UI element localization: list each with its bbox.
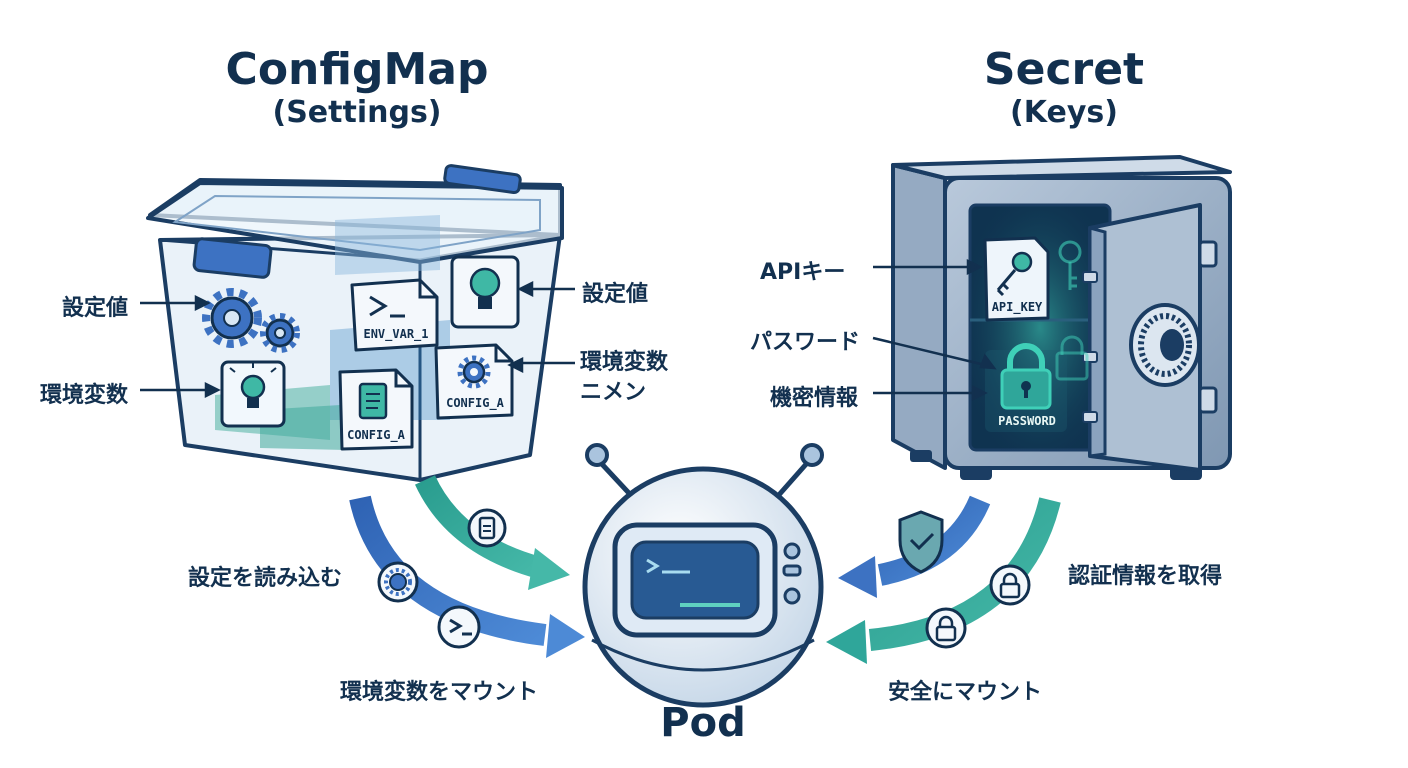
- flow-label-secure-mount: 安全にマウント: [888, 680, 1043, 705]
- file-label-config-doc: CONFIG_A: [347, 428, 405, 442]
- configmap-label-settings-right: 設定値: [582, 282, 649, 307]
- item-label-password: PASSWORD: [998, 414, 1056, 428]
- pod-robot: [582, 443, 824, 708]
- configmap-label-env-right: 環境変数: [580, 350, 669, 375]
- gear-icon: [202, 288, 300, 353]
- flow-arrow-mount-env: [349, 495, 585, 658]
- secret-callout-arrows: [872, 258, 997, 402]
- key-card: [983, 236, 1082, 322]
- configmap-label-env-right-2: ニメン: [580, 380, 647, 405]
- flow-label-get-credentials: 認証情報を取得: [1068, 564, 1223, 589]
- configmap-label-env-left: 環境変数: [40, 383, 129, 408]
- configmap-subtitle: (Settings): [272, 95, 442, 130]
- flow-arrow-read-config: [415, 475, 570, 590]
- terminal-file-card: [350, 278, 439, 352]
- configmap-callout-arrows: [140, 280, 575, 399]
- secret-label-password: パスワード: [750, 330, 861, 355]
- secret-title: Secret: [983, 44, 1145, 95]
- configmap-title: ConfigMap: [225, 44, 489, 95]
- item-label-api-key: API_KEY: [991, 300, 1043, 314]
- secret-label-api-key: APIキー: [760, 260, 846, 285]
- padlock-icon: [985, 335, 1089, 432]
- lightbulb-card: [220, 360, 286, 428]
- pod-label: Pod: [660, 700, 746, 746]
- flow-arrow-get-credentials: [838, 495, 991, 598]
- secret-label-confidential: 機密情報: [770, 386, 859, 411]
- gear-file-card: [434, 343, 514, 420]
- flow-label-read-config: 設定を読み込む: [188, 566, 343, 591]
- flow-label-mount-env: 環境変数をマウント: [340, 680, 539, 705]
- configmap-label-settings-left: 設定値: [62, 296, 129, 321]
- secret-subtitle: (Keys): [1010, 95, 1118, 130]
- file-label-env-var: ENV_VAR_1: [363, 327, 429, 341]
- flow-arrow-secure-mount: [826, 497, 1061, 664]
- file-label-config-gear: CONFIG_A: [446, 396, 504, 410]
- document-file-card: [338, 368, 414, 451]
- lightbulb-card-large: [450, 255, 520, 329]
